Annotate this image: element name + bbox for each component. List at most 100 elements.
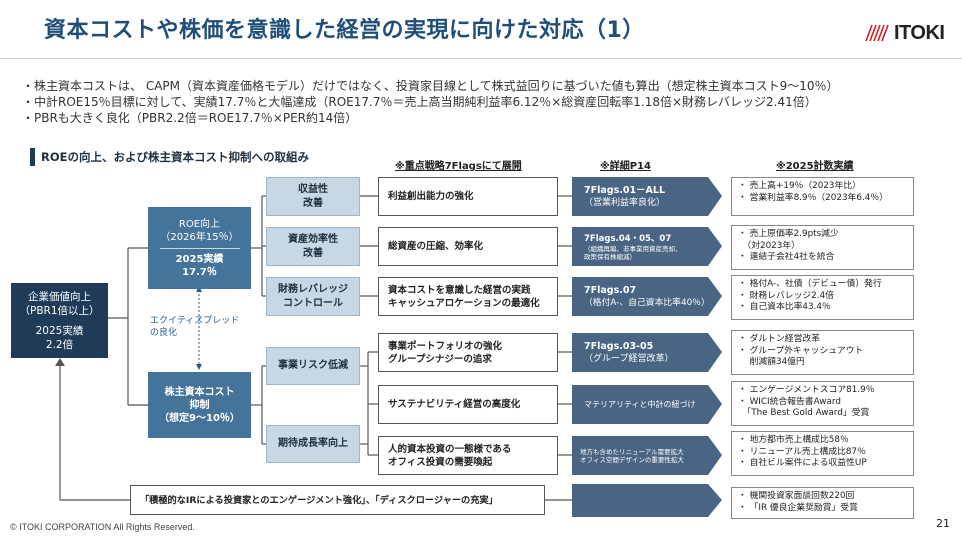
cost-line1: 株主資本コスト bbox=[164, 386, 235, 398]
level2-5-line1: 期待成長率向上 bbox=[278, 438, 348, 449]
action-business-portfolio: 事業ポートフォリオの強化 グループシナジーの追求 bbox=[378, 333, 558, 372]
action-1-line1: 利益創出能力の強化 bbox=[388, 191, 474, 202]
result-2-line3: ・ 連結子会社4社を統合 bbox=[738, 252, 835, 262]
roe-line4: 17.7％ bbox=[182, 266, 217, 278]
flag-2: 7Flags.04・05、07 （組織再編、非事業用資産売却、 政策保有株縮減） bbox=[572, 227, 712, 266]
flag-arrow-6 bbox=[572, 436, 722, 475]
copyright-footer: © ITOKI CORPORATION All Rights Reserved. bbox=[10, 522, 195, 532]
flag-1: 7Flags.01－ALL （営業利益率良化） bbox=[572, 177, 712, 216]
result-7: ・ 機関投資家面談回数220回 ・ 「IR 優良企業奨励賞」受賞 bbox=[731, 487, 914, 519]
action-3-line2: キャッシュアロケーションの最適化 bbox=[388, 297, 540, 309]
flag-4-sub: （グループ経営改革） bbox=[584, 353, 674, 364]
equity-spread-line2: の良化 bbox=[150, 328, 178, 338]
col-head-strategy: ※重点戦略7Flagsにて展開 bbox=[395, 161, 522, 172]
bullet-2: ・中計ROE15％目標に対して、実績17.7％と大幅達成（ROE17.7％＝売上… bbox=[22, 95, 817, 109]
level2-2-line2: 改善 bbox=[303, 247, 323, 259]
flag-4-title: 7Flags.03-05 bbox=[584, 340, 654, 352]
level2-1-line1: 収益性 bbox=[298, 183, 328, 195]
level2-3-line1: 財務レバレッジ bbox=[278, 283, 348, 295]
action-6-line1: 人的資本投資の一態様である bbox=[388, 443, 512, 455]
result-3-line3: ・ 自己資本比率43.4％ bbox=[738, 302, 831, 312]
action-sustainability: サステナビリティ経営の高度化 bbox=[378, 385, 558, 424]
result-4-line1: ・ ダルトン経営改革 bbox=[738, 334, 820, 344]
flag-arrow-5 bbox=[572, 385, 722, 424]
result-5-line2: ・ WICI統合報告書Award bbox=[738, 396, 841, 407]
root-line3: 2025実績 bbox=[35, 324, 84, 337]
flag-6-small: 地方も含めたリニューアル需要拡大 オフィス空間デザインの重要性拡大 bbox=[580, 448, 712, 464]
cost-of-equity-box: 株主資本コスト 抑制 （想定9～10％） bbox=[148, 372, 251, 438]
action-cost-of-capital: 資本コストを意識した経営の実践 キャッシュアロケーションの最適化 bbox=[378, 277, 558, 316]
level2-3-line2: コントロール bbox=[283, 297, 343, 309]
result-7-line2: ・ 「IR 優良企業奨励賞」受賞 bbox=[738, 502, 858, 513]
level2-business-risk: 事業リスク低減 bbox=[266, 347, 360, 385]
result-1-line2: ・ 営業利益率8.9％（2023年6.4％） bbox=[738, 192, 888, 203]
result-4: ・ ダルトン経営改革 ・ グループ外キャッシュアウト 削減額34億円 bbox=[731, 330, 914, 375]
header-divider bbox=[0, 58, 962, 59]
flag-arrow-1 bbox=[572, 177, 722, 216]
root-line1: 企業価値向上 bbox=[28, 290, 91, 303]
result-1: ・ 売上高+19％（2023年比） ・ 営業利益率8.9％（2023年6.4％） bbox=[731, 177, 914, 216]
result-2-line1: ・ 売上原価率2.9pts減少 bbox=[738, 229, 839, 239]
section-title: ROEの向上、および株主資本コスト抑制への取組み bbox=[30, 148, 309, 166]
level2-4-line1: 事業リスク低減 bbox=[278, 360, 348, 371]
result-4-line2: ・ グループ外キャッシュアウト bbox=[738, 345, 864, 356]
action-4-line1: 事業ポートフォリオの強化 bbox=[388, 340, 503, 352]
action-5-line1: サステナビリティ経営の高度化 bbox=[388, 399, 521, 410]
action-2-line1: 総資産の圧縮、効率化 bbox=[388, 241, 484, 252]
root-box-enterprise-value: 企業価値向上 （PBR1倍以上） 2025実績 2.2倍 bbox=[11, 283, 108, 358]
result-3-line1: ・ 格付A-、社債（デビュー債）発行 bbox=[738, 279, 882, 289]
root-line4: 2.2倍 bbox=[45, 338, 74, 351]
flag-arrow-2 bbox=[572, 227, 722, 266]
flag-6-small-line2: オフィス空間デザインの重要性拡大 bbox=[580, 455, 684, 464]
result-6-line2: ・ リニューアル売上構成比87％ bbox=[738, 446, 866, 457]
col-head-detail: ※詳細P14 bbox=[600, 161, 651, 172]
result-5-line3: 「The Best Gold Award」受賞 bbox=[738, 408, 870, 418]
result-5-line1: ・ エンゲージメントスコア81.9％ bbox=[738, 385, 875, 395]
flag-arrow-4 bbox=[572, 333, 722, 372]
company-logo: ITOKI bbox=[864, 18, 954, 48]
result-2-line2: （対2023年） bbox=[738, 240, 800, 251]
result-3: ・ 格付A-、社債（デビュー債）発行 ・ 財務レバレッジ2.4倍 ・ 自己資本比… bbox=[731, 275, 914, 320]
level2-profitability: 収益性 改善 bbox=[266, 177, 360, 216]
result-6-line3: ・ 自社ビル案件による収益性UP bbox=[738, 458, 867, 468]
action-3-line1: 資本コストを意識した経営の実践 bbox=[388, 284, 531, 296]
roe-line1: ROE向上 bbox=[178, 218, 221, 230]
level2-1-line2: 改善 bbox=[303, 197, 323, 209]
bullet-3: ・PBRも大きく良化（PBR2.2倍＝ROE17.7％×PER約14倍） bbox=[22, 111, 358, 125]
ir-action-text: 「積極的なIRによる投資家とのエンゲージメント強化」、「ディスクロージャーの充実… bbox=[140, 494, 498, 506]
roe-line2: （2026年15％） bbox=[160, 231, 239, 243]
action-profit-capability: 利益創出能力の強化 bbox=[378, 177, 558, 216]
flag-5-sub: マテリアリティと中計の紐づけ bbox=[584, 399, 696, 409]
roe-line3: 2025実績 bbox=[175, 253, 224, 265]
result-4-line3: 削減額34億円 bbox=[738, 357, 805, 367]
action-4-line2: グループシナジーの追求 bbox=[388, 353, 492, 365]
result-3-line2: ・ 財務レバレッジ2.4倍 bbox=[738, 290, 834, 301]
flag-6: 地方も含めたリニューアル需要拡大 オフィス空間デザインの重要性拡大 bbox=[572, 436, 712, 475]
roe-box: ROE向上 （2026年15％） 2025実績 17.7％ bbox=[148, 207, 251, 289]
result-6: ・ 地方都市売上構成比58％ ・ リニューアル売上構成比87％ ・ 自社ビル案件… bbox=[731, 431, 914, 476]
flag-3-sub: （格付A-、自己資本比率40％） bbox=[584, 297, 710, 308]
flag-3: 7Flags.07 （格付A-、自己資本比率40％） bbox=[572, 277, 712, 316]
itoki-logo-icon bbox=[865, 24, 889, 42]
logo-text: ITOKI bbox=[894, 21, 945, 44]
result-5: ・ エンゲージメントスコア81.9％ ・ WICI統合報告書Award 「The… bbox=[731, 381, 914, 426]
action-6-line2: オフィス投資の需要喚起 bbox=[388, 456, 493, 468]
level2-financial-leverage: 財務レバレッジ コントロール bbox=[266, 277, 360, 316]
action-ir-engagement: 「積極的なIRによる投資家とのエンゲージメント強化」、「ディスクロージャーの充実… bbox=[130, 485, 545, 515]
action-asset-compression: 総資産の圧縮、効率化 bbox=[378, 227, 558, 266]
level2-asset-efficiency: 資産効率性 改善 bbox=[266, 227, 360, 266]
summary-bullets: ・株主資本コストは、 CAPM（資本資産価格モデル）だけではなく、投資家目線とし… bbox=[22, 78, 839, 126]
flag-arrow-3 bbox=[572, 277, 722, 316]
flag-2-small-line2: 政策保有株縮減） bbox=[584, 252, 636, 261]
flag-1-title: 7Flags.01－ALL bbox=[584, 184, 666, 196]
flag-arrow-7 bbox=[572, 484, 722, 517]
flag-2-small: （組織再編、非事業用資産売却、 政策保有株縮減） bbox=[584, 245, 712, 261]
cost-line2: 抑制 bbox=[189, 399, 210, 411]
flag-2-title: 7Flags.04・05、07 bbox=[584, 233, 672, 244]
equity-spread-label: エクイティスプレッド の良化 bbox=[150, 315, 239, 339]
flag-5: マテリアリティと中計の紐づけ bbox=[572, 385, 712, 424]
flag-1-sub: （営業利益率良化） bbox=[584, 197, 666, 208]
result-7-line1: ・ 機関投資家面談回数220回 bbox=[738, 491, 855, 501]
flag-2-small-line1: （組織再編、非事業用資産売却、 bbox=[584, 244, 682, 253]
